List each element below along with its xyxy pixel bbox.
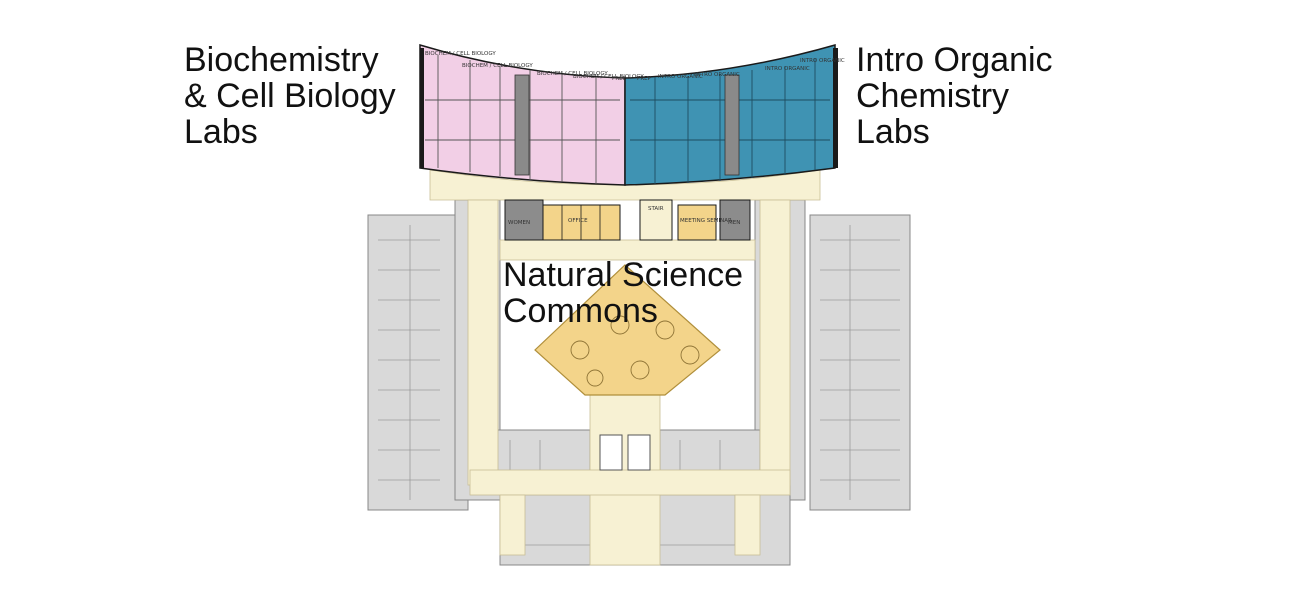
room-labels: BIOCHEM / CELL BIOLOGY BIOCHEM / CELL BI… xyxy=(425,51,845,226)
callout-line: Labs xyxy=(856,113,930,151)
callout-line: Chemistry xyxy=(856,77,1010,115)
commons-zone xyxy=(534,264,721,471)
room-label: MEN xyxy=(728,220,740,226)
callout-line: Labs xyxy=(184,113,258,151)
room-label: BIOCHEM / CELL BIOLOGY xyxy=(573,74,644,80)
room-label: INTRO ORGANIC xyxy=(695,72,740,78)
organic-callout: Intro Organic Chemistry Labs xyxy=(856,42,1053,150)
room-label: BIOCHEM / CELL BIOLOGY xyxy=(462,63,533,69)
service-core xyxy=(504,199,751,241)
callout-line: Natural Science xyxy=(503,256,744,294)
room-label: INTRO ORGANIC xyxy=(800,58,845,64)
room-label: WOMEN xyxy=(508,220,530,226)
biochem-callout: Biochemistry & Cell Biology Labs xyxy=(184,42,396,150)
callout-line: Intro Organic xyxy=(856,41,1053,79)
callout-line: Biochemistry xyxy=(184,41,379,79)
room-label: MEETING SEMINAR xyxy=(680,218,732,224)
room-label: INTRO ORGANIC xyxy=(658,74,703,80)
room-label: PREP xyxy=(637,76,652,82)
room-label: INTRO ORGANIC xyxy=(765,66,810,72)
callout-line: & Cell Biology xyxy=(184,77,396,115)
room-label: STAIR xyxy=(648,206,664,212)
commons-callout: Natural Science Commons xyxy=(503,257,743,329)
room-label: PREP xyxy=(612,76,627,82)
room-label: BIOCHEM / CELL BIOLOGY xyxy=(537,71,608,77)
organic-zone xyxy=(624,44,838,186)
room-label: BIOCHEM / CELL BIOLOGY xyxy=(425,51,496,57)
callout-line: Commons xyxy=(503,292,658,330)
corridor xyxy=(429,169,821,566)
room-label: OFFICE xyxy=(568,218,588,224)
biochem-zone xyxy=(419,43,626,186)
